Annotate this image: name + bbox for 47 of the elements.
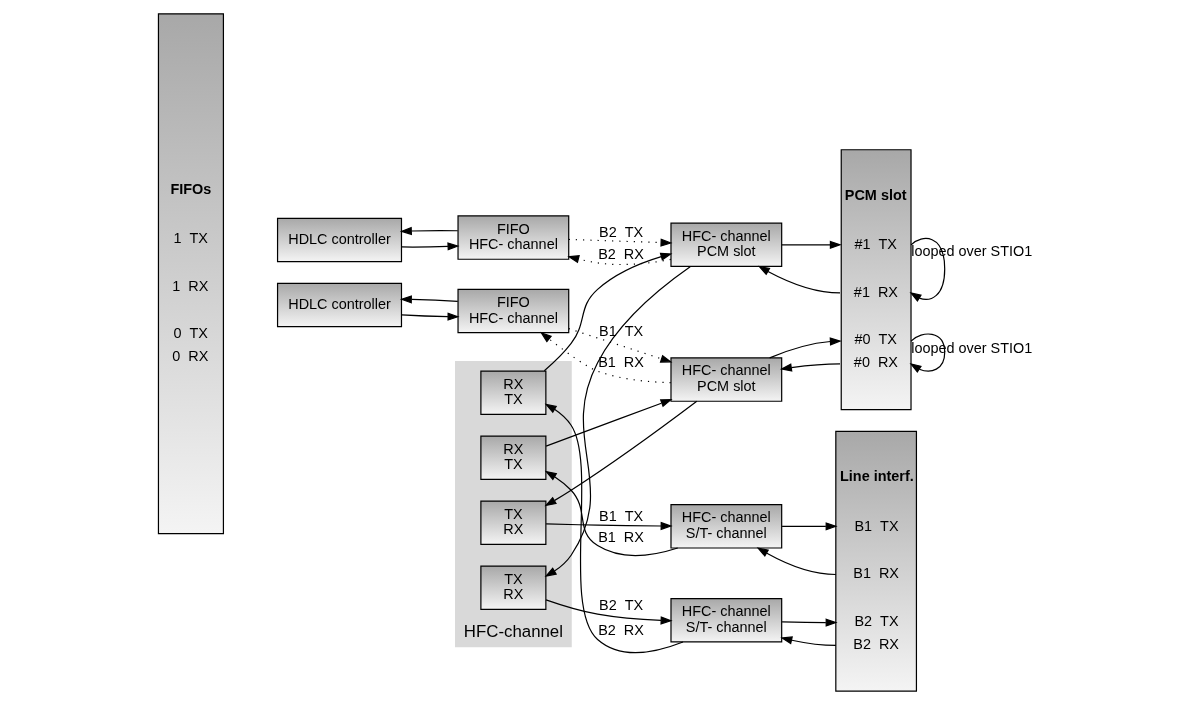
- node-box: RX TX: [479, 370, 546, 415]
- node-box: PCM slot #1 TX #1 RX #0 TX #0 RX: [840, 148, 912, 410]
- edge-label: B1 RX: [597, 353, 644, 370]
- arrow: [544, 598, 673, 625]
- arrow: [545, 521, 673, 530]
- arrow: [756, 546, 836, 575]
- arrow: [544, 470, 678, 556]
- edge-label: B1 RX: [597, 528, 644, 545]
- arrow: [567, 237, 673, 247]
- node-box: HDLC controller: [276, 282, 402, 327]
- arrow: [539, 331, 671, 383]
- arrow: [567, 327, 672, 363]
- edge-label: B1 TX: [598, 507, 643, 524]
- node-box: HFC- channel S/T- channel: [669, 503, 782, 549]
- node-box: FIFO HFC- channel: [456, 288, 569, 333]
- arrow: [399, 294, 458, 304]
- arrow: [566, 254, 671, 265]
- node-box: TX RX: [479, 564, 546, 610]
- edge-label: B2 RX: [597, 245, 644, 262]
- arrow: [544, 265, 691, 577]
- arrow: [779, 362, 841, 372]
- arrow: [544, 402, 684, 653]
- edge-label: B2 RX: [597, 621, 644, 638]
- node-box: HFC- channel PCM slot: [669, 356, 782, 402]
- arrow: [545, 398, 673, 447]
- edge-label: B2 TX: [598, 223, 643, 240]
- arrow: [780, 617, 838, 627]
- node-box: HFC- channel PCM slot: [669, 222, 782, 267]
- arrow: [780, 240, 842, 249]
- node-box: FIFOs 1 TX 1 RX 0 TX 0 RX: [157, 12, 224, 534]
- arrow: [399, 226, 458, 235]
- node-box: FIFO HFC- channel: [456, 214, 569, 260]
- node-box: Line interf. B1 TX B1 RX B2 TX B2 RX: [834, 430, 917, 692]
- node-box: HDLC controller: [276, 217, 402, 262]
- arrow: [543, 400, 697, 506]
- arrow: [400, 311, 460, 321]
- arrow: [757, 265, 841, 294]
- node-box: HFC- channel S/T- channel: [669, 597, 782, 642]
- node-box: RX TX: [479, 435, 546, 480]
- arrow: [543, 252, 672, 371]
- edge-label: B2 TX: [598, 596, 643, 613]
- arrow: [780, 521, 838, 531]
- arrow: [768, 336, 842, 358]
- node-box: TX RX: [479, 500, 546, 545]
- edge-label: B1 TX: [598, 322, 643, 339]
- arrow: [400, 241, 460, 251]
- arrow: [779, 635, 836, 646]
